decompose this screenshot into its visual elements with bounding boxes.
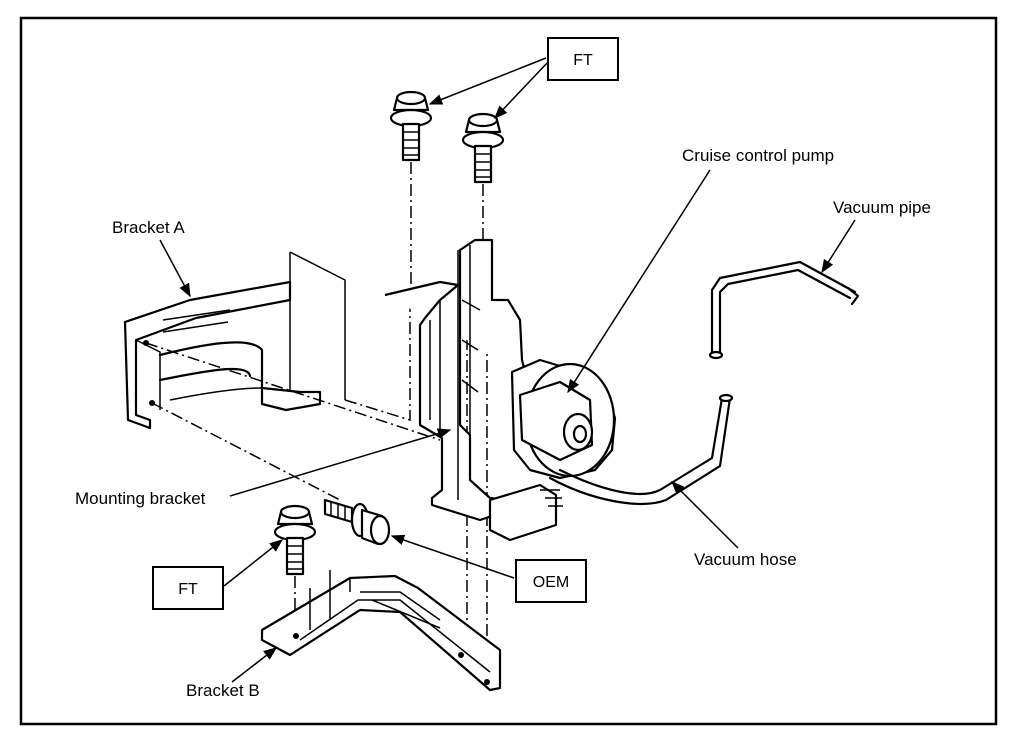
mounting-bracket <box>384 238 527 522</box>
leader-bracket-a <box>159 239 191 298</box>
vacuum-pipe-label: Vacuum pipe <box>833 198 931 217</box>
leader-ft-to-bolt-right <box>494 61 549 119</box>
leader-oem <box>390 534 515 579</box>
bolt-ft-left <box>389 90 433 162</box>
bolt-ft-right <box>461 112 505 184</box>
oem-box <box>515 559 587 603</box>
ft-bottom-label: FT <box>178 581 198 598</box>
bracket-b-label: Bracket B <box>186 681 260 700</box>
ft-bottom-box <box>152 566 224 610</box>
leader-cruise-pump <box>567 169 711 394</box>
cruise-control-pump-label: Cruise control pump <box>682 146 834 165</box>
oem-label: OEM <box>533 574 569 591</box>
ft-top-label: FT <box>573 52 593 69</box>
mounting-bracket-label: Mounting bracket <box>75 489 206 508</box>
bracket-a <box>123 251 346 430</box>
leader-bracket-b <box>231 647 278 683</box>
bracket-b <box>260 570 502 692</box>
vacuum-pipe <box>708 260 860 360</box>
vacuum-hose <box>548 396 732 505</box>
leader-ft-bottom <box>223 539 284 587</box>
leader-mounting-bracket <box>229 428 452 497</box>
bracket-a-plane <box>344 300 411 422</box>
vacuum-hose-label: Vacuum hose <box>694 550 797 569</box>
bracket-a-label: Bracket A <box>112 218 185 237</box>
bolt-ft-bottom <box>273 504 317 576</box>
leader-ft-to-bolt-left <box>428 57 547 105</box>
ft-top-box <box>547 37 619 81</box>
diagram-frame <box>19 16 998 726</box>
cruise-control-pump <box>488 358 617 542</box>
leader-vacuum-pipe <box>821 219 856 274</box>
leader-vacuum-hose <box>671 481 739 549</box>
bolt-oem <box>323 498 391 546</box>
bracket-a-axis <box>145 342 441 501</box>
